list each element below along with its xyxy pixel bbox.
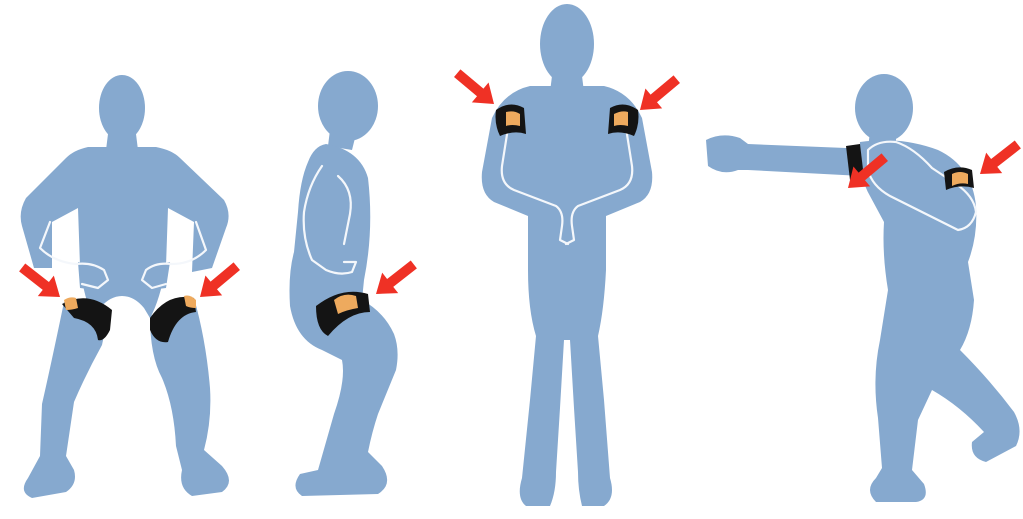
figure-squat-side: [290, 71, 422, 496]
figure-standing-front-arm-band-right: [608, 104, 639, 136]
figure-standing-front: [449, 4, 685, 506]
figure-squat-side-arrow: [368, 254, 422, 304]
figure-standing-front-arm-band-left: [496, 104, 527, 136]
figure-squat-front: [14, 75, 245, 498]
figure-standing-front-silhouette: [482, 4, 653, 506]
figure-punch-side-arrow-back: [972, 134, 1023, 184]
figure-punch-side-silhouette: [706, 74, 1020, 502]
figure-punch-side: [706, 74, 1023, 502]
figure-standing-front-arrow-left: [449, 63, 502, 114]
figure-standing-front-arrow-right: [632, 69, 685, 120]
